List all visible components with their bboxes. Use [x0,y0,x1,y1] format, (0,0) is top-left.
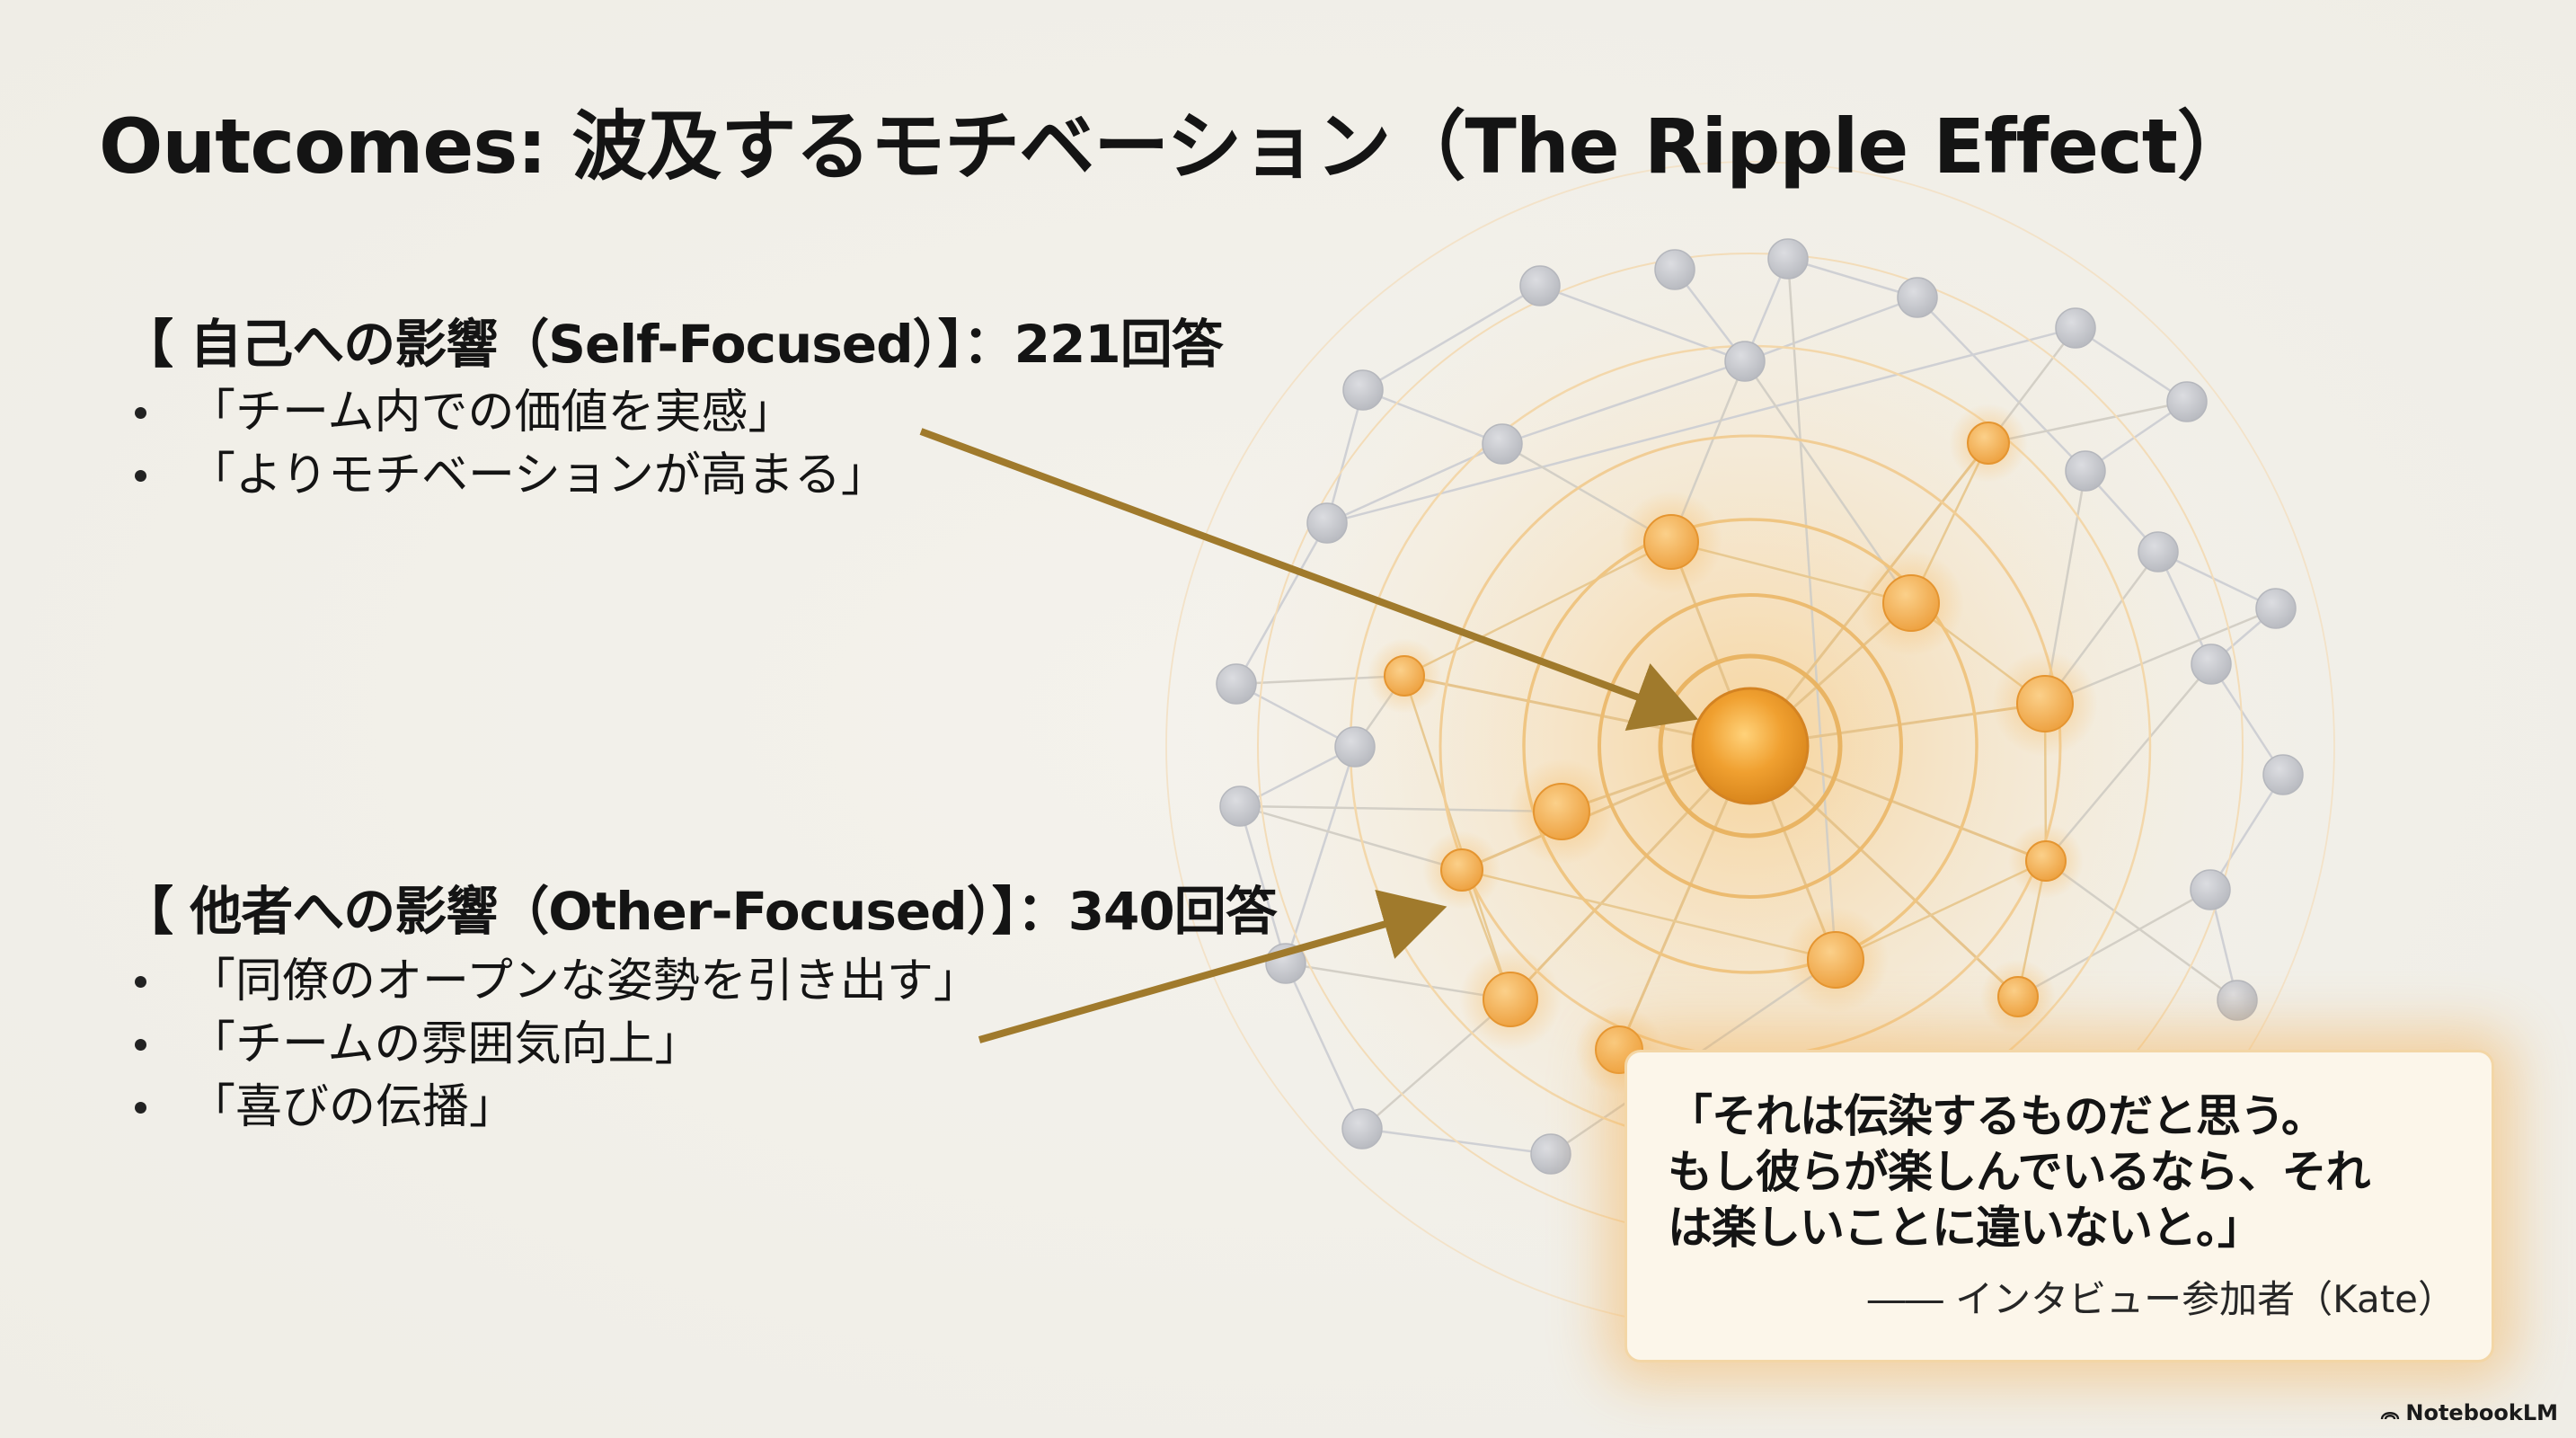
network-edge [1325,389,1365,524]
self-focused-heading: 【 自己への影響（Self-Focused）】：221回答 [121,314,1224,375]
network-edge [1284,746,1357,964]
network-edge [2045,663,2212,862]
gray-node [1654,249,1695,290]
orange-node [1882,574,1940,632]
list-item-text: 「同僚のオープンな姿勢を引き出す」 [189,954,980,1008]
gray-node [1482,423,1523,465]
network-edge [1326,326,2076,525]
network-edge [2157,550,2277,610]
other-focused-arrow [978,889,1447,1043]
gray-node [2255,588,2297,629]
network-edge [1235,522,1329,685]
network-edge [1362,284,1541,392]
bullet-dot-icon [135,976,146,988]
list-item-text: 「喜びの伝播」 [189,1080,517,1134]
network-edge [2209,774,2285,891]
network-edge [2075,326,2188,404]
brand-label: NotebookLM [2405,1400,2558,1425]
network-edge [1787,257,1918,299]
quote-attribution: ―― インタビュー参加者（Kate） [1867,1277,2456,1321]
gray-node [2055,307,2096,349]
list-item: 「同僚のオープンな姿勢を引き出す」 [135,950,980,1013]
list-item: 「よりモチベーションが高まる」 [135,444,888,507]
ripple-ring [1522,518,1978,974]
gray-node [1306,502,1348,544]
slide-title: Outcomes: 波及するモチベーション（The Ripple Effect） [99,102,2253,191]
gray-node [1219,786,1261,827]
other-focused-list: 「同僚のオープンな姿勢を引き出す」 「チームの雰囲気向上」 「喜びの伝播」 [135,950,980,1139]
ripple-ring [1658,653,1843,839]
network-edge [1239,745,1356,808]
network-edge [2156,551,2213,665]
gray-node [2262,754,2304,795]
bullet-dot-icon [135,1102,146,1114]
orange-node [1643,514,1699,570]
list-item: 「チームの雰囲気向上」 [135,1013,980,1076]
center-node [1691,687,1810,805]
orange-node [1967,422,2010,465]
list-item: 「喜びの伝播」 [135,1076,980,1139]
gray-node [2190,869,2231,910]
list-item-text: 「チーム内での価値を実感」 [189,386,795,439]
orange-node [1384,655,1425,697]
orange-node [2016,675,2074,732]
network-edge [2085,400,2188,473]
orange-node [2025,840,2067,882]
self-focused-list: 「チーム内での価値を実感」 「よりモチベーションが高まる」 [135,381,888,507]
quote-card: 「それは伝染するものだと思う。 もし彼らが楽しんでいるなら、それ は楽しいことに… [1624,1050,2494,1363]
network-edge [1235,682,1356,749]
gray-node [1519,265,1561,306]
quote-text: 「それは伝染するものだと思う。 もし彼らが楽しんでいるなら、それ は楽しいことに… [1668,1090,2371,1254]
other-focused-heading: 【 他者への影響（Other-Focused）】：340回答 [121,881,1278,942]
gray-node [1342,369,1384,411]
network-edge [1748,744,2020,999]
gray-node [1334,726,1376,768]
self-focused-arrow [919,428,1699,732]
notebooklm-logo-icon [2381,1412,2400,1420]
network-nodes [1216,238,2304,1175]
ripple-ring [1598,593,1903,899]
network-edge [2045,859,2238,1002]
gray-node [2065,450,2106,492]
list-item-text: 「よりモチベーションが高まる」 [189,448,888,502]
gray-node [2166,381,2208,422]
network-edge [1744,296,1918,363]
gray-node [2138,531,2179,573]
orange-node [1440,848,1483,892]
gray-node [1530,1133,1571,1175]
network-edge [1238,805,1288,964]
gray-node [1897,277,1938,318]
network-edge [1917,297,2086,472]
network-edge [1501,360,1746,446]
network-edge [2209,663,2285,776]
network-edge [1461,868,1837,962]
list-item-text: 「チームの雰囲気向上」 [189,1017,702,1071]
bullet-dot-icon [135,1039,146,1051]
gray-node [1724,341,1766,382]
bullet-dot-icon [135,407,146,419]
orange-node [1997,976,2039,1017]
gray-node [2217,980,2258,1021]
gray-node [1341,1108,1383,1150]
brand-footer: NotebookLM [2380,1400,2558,1425]
orange-node [1533,783,1590,840]
gray-node [2191,644,2232,685]
gray-node [1216,663,1257,705]
orange-node [1483,972,1538,1027]
gray-node [1767,238,1809,280]
pointer-arrows [919,428,1699,1043]
network-edge [1284,963,1364,1130]
network-edge [1362,388,1503,446]
bullet-dot-icon [135,470,146,482]
orange-node [1807,931,1864,989]
list-item: 「チーム内での価値を実感」 [135,381,888,444]
network-edge [1239,804,1562,813]
